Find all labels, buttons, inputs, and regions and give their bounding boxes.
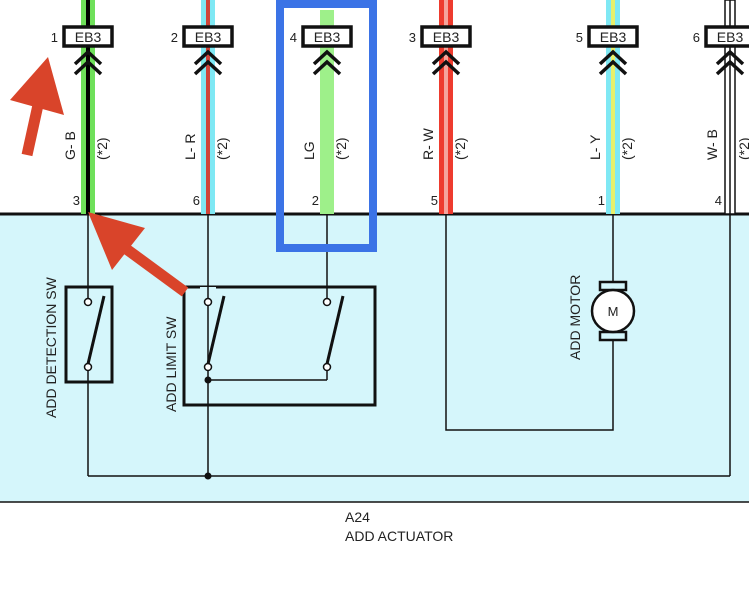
actuator-pin-number: 4 xyxy=(715,193,722,208)
connector-pin-number: 6 xyxy=(693,30,700,45)
connector-label: EB3 xyxy=(717,29,744,45)
connector-label: EB3 xyxy=(75,29,102,45)
actuator-name: ADD ACTUATOR xyxy=(345,528,453,544)
connector-label: EB3 xyxy=(195,29,222,45)
motor-label: ADD MOTOR xyxy=(567,275,583,360)
connector-box xyxy=(62,25,114,48)
wire-note: (*2) xyxy=(736,137,749,160)
wire-color-label: LG xyxy=(301,141,317,160)
chevron-icon xyxy=(598,49,628,66)
chevron-icon xyxy=(715,59,745,76)
chevron-icon xyxy=(193,49,223,66)
connector-pin-number: 2 xyxy=(171,30,178,45)
wire-note: (*2) xyxy=(333,137,349,160)
wire-color-label: R- W xyxy=(420,127,436,160)
detection-sw-label: ADD DETECTION SW xyxy=(43,276,59,418)
actuator-pin-number: 5 xyxy=(431,193,438,208)
wire-4: EB3 5 L- Y (*2) 1 xyxy=(576,0,639,214)
connector-box xyxy=(704,25,749,48)
wire-color-label: L- Y xyxy=(587,134,603,160)
chevron-icon xyxy=(73,59,103,76)
wire-0: EB3 1 G- B (*2) 3 xyxy=(51,0,114,214)
connector-label: EB3 xyxy=(314,29,341,45)
chevron-icon xyxy=(73,49,103,66)
junction-dot xyxy=(204,376,212,384)
junction-dot xyxy=(204,472,212,480)
wire-note: (*2) xyxy=(94,137,110,160)
motor-icon: M xyxy=(590,280,636,342)
connector-label: EB3 xyxy=(433,29,460,45)
motor-symbol: M xyxy=(608,304,619,319)
wire-note: (*2) xyxy=(452,137,468,160)
actuator-pin-number: 3 xyxy=(73,193,80,208)
wire-note: (*2) xyxy=(214,137,230,160)
red-arrow-up xyxy=(10,57,64,157)
connector-pin-number: 1 xyxy=(51,30,58,45)
connector-pin-number: 3 xyxy=(409,30,416,45)
actuator-code: A24 xyxy=(345,509,370,525)
actuator-pin-number: 2 xyxy=(312,193,319,208)
chevron-icon xyxy=(431,49,461,66)
wire-color-label: G- B xyxy=(62,131,78,160)
red-arrow-diagonal xyxy=(88,212,189,297)
connector-box xyxy=(182,25,234,48)
chevron-icon xyxy=(193,59,223,76)
connector-box xyxy=(420,25,472,48)
connector-label: EB3 xyxy=(600,29,627,45)
detection-switch xyxy=(64,285,114,384)
connector-pin-number: 5 xyxy=(576,30,583,45)
wire-2: EB3 4LG (*2) 2 xyxy=(290,10,353,214)
internal-wiring xyxy=(87,214,731,477)
actuator-pin-number: 6 xyxy=(193,193,200,208)
connector-pin-number: 4 xyxy=(290,30,297,45)
actuator-pin-number: 1 xyxy=(598,193,605,208)
connector-box xyxy=(587,25,639,48)
chevron-icon xyxy=(312,49,342,66)
highlight-box xyxy=(276,0,377,252)
chevron-icon xyxy=(715,49,745,66)
wire-1: EB3 2 L- R (*2) 6 xyxy=(171,0,234,214)
limit-sw-label: ADD LIMIT SW xyxy=(163,316,179,412)
chevron-icon xyxy=(312,59,342,76)
connector-box xyxy=(301,25,353,48)
wire-color-label: W- B xyxy=(704,129,720,160)
wire-color-label: L- R xyxy=(182,134,198,160)
wire-3: EB3 3 R- W (*2) 5 xyxy=(409,0,472,214)
wire-5: EB3 6 W- B (*2) 4 xyxy=(693,0,749,215)
wire-note: (*2) xyxy=(619,137,635,160)
chevron-icon xyxy=(598,59,628,76)
limit-switch xyxy=(182,285,377,407)
chevron-icon xyxy=(431,59,461,76)
